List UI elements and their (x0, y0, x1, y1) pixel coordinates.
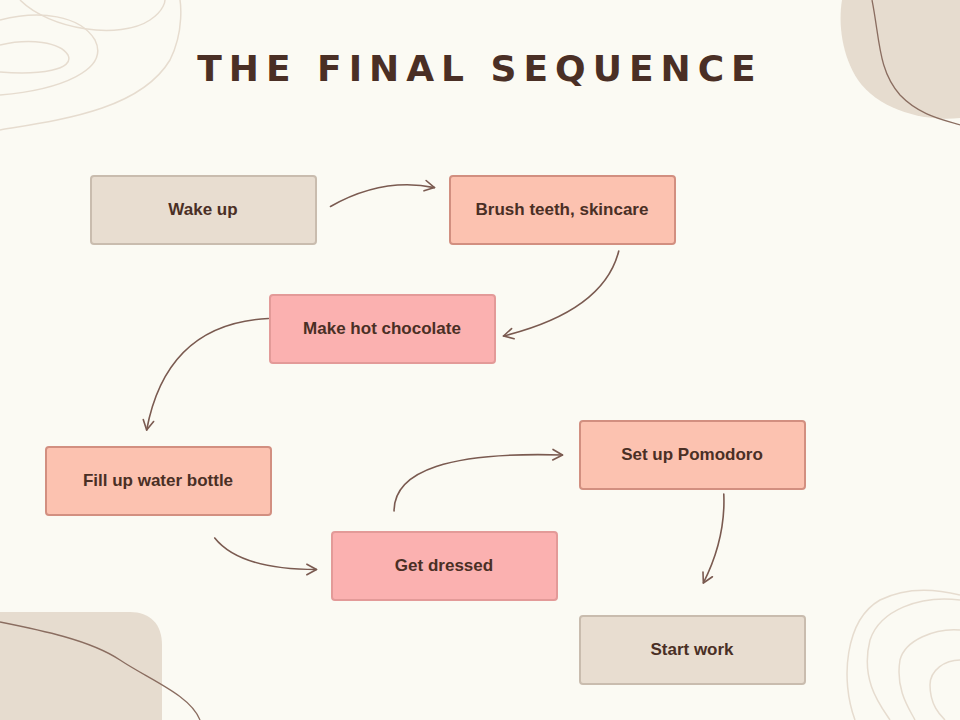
arrow-curve (147, 319, 269, 431)
box-label: Start work (650, 638, 733, 663)
box-label: Set up Pomodoro (621, 443, 763, 468)
arrow-head (143, 420, 153, 430)
box-label: Wake up (168, 198, 237, 223)
arrow-curve (331, 185, 435, 207)
contour-line (872, 0, 960, 125)
curved-arrow (504, 251, 619, 339)
arrow-head (553, 449, 563, 460)
arrow-curve (703, 494, 724, 583)
process-box: Start work (579, 615, 806, 685)
process-box: Make hot chocolate (269, 294, 496, 364)
arrow-head (424, 181, 435, 191)
curved-arrow (215, 538, 317, 575)
arrow-curve (504, 251, 619, 336)
diagram-title: THE FINAL SEQUENCE (0, 48, 960, 89)
corner-blob (841, 0, 960, 119)
arrow-head (703, 572, 712, 583)
contour-line (0, 622, 200, 720)
box-label: Brush teeth, skincare (476, 198, 649, 223)
curved-arrow (394, 449, 562, 511)
process-box: Wake up (90, 175, 317, 245)
curved-arrow (331, 181, 435, 207)
box-label: Get dressed (395, 554, 493, 579)
arrow-head (307, 564, 317, 575)
process-box: Set up Pomodoro (579, 420, 806, 490)
corner-blob (0, 612, 162, 720)
arrow-head (504, 329, 515, 339)
process-box: Get dressed (331, 531, 558, 601)
process-box: Brush teeth, skincare (449, 175, 676, 245)
arrow-curve (394, 455, 562, 511)
curved-arrow (143, 319, 268, 431)
process-box: Fill up water bottle (45, 446, 272, 516)
box-label: Fill up water bottle (83, 469, 233, 494)
box-label: Make hot chocolate (303, 317, 461, 342)
curved-arrow (703, 494, 724, 583)
arrow-curve (215, 538, 317, 570)
